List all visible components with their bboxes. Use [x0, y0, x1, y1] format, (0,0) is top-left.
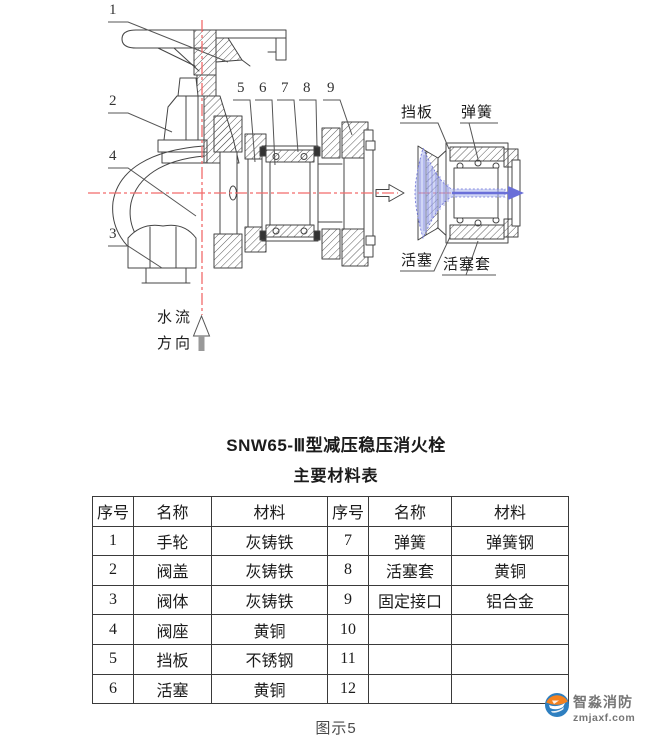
zmjaxf-watermark: 智淼消防 zmjaxf.com: [544, 692, 635, 724]
table-cell: 黄铜: [211, 673, 328, 705]
table-cell: 阀盖: [133, 555, 212, 586]
callout-8: 8: [303, 80, 311, 96]
label-baffle: 挡板: [401, 105, 434, 121]
figure-caption: 图示5: [315, 720, 357, 737]
callout-9: 9: [327, 80, 335, 96]
table-cell: 灰铸铁: [211, 584, 328, 616]
table-header-cell: 材料: [451, 496, 569, 527]
table-header-cell: 序号: [327, 496, 369, 527]
table-cell: 铝合金: [451, 584, 569, 616]
table-cell: [368, 614, 452, 645]
zmjaxf-logo-icon: [545, 693, 569, 717]
table-cell: 黄铜: [451, 555, 569, 586]
flow-direction-line1: 水流: [157, 310, 194, 326]
table-row: 3 阀体 灰铸铁 9 固定接口 铝合金: [92, 584, 569, 616]
table-cell: [368, 673, 452, 705]
label-spring: 弹簧: [461, 105, 494, 121]
table-header-row: 序号 名称 材料 序号 名称 材料: [92, 496, 569, 527]
table-subtitle: 主要材料表: [293, 468, 379, 485]
valve-cross-section-diagram: [88, 20, 524, 351]
water-flow-arrow: [192, 314, 211, 351]
flow-arrow-head: [508, 186, 524, 200]
table-cell: 5: [92, 643, 134, 675]
table-cell: [368, 643, 452, 675]
table-cell: 弹簧钢: [451, 525, 569, 557]
table-cell: 阀体: [133, 584, 212, 616]
table-cell: 活塞套: [368, 555, 452, 586]
table-cell: 3: [92, 584, 134, 616]
callout-7: 7: [281, 80, 289, 96]
table-cell: 挡板: [133, 643, 212, 675]
outlet-assembly: [213, 115, 376, 269]
table-cell: 灰铸铁: [211, 525, 328, 557]
callout-1: 1: [109, 2, 117, 18]
callout-5: 5: [237, 80, 245, 96]
flow-jet-graphic: [414, 146, 524, 240]
table-cell: 2: [92, 555, 134, 586]
table-row: 4 阀座 黄铜 10: [92, 614, 569, 645]
callout-4: 4: [109, 148, 117, 164]
table-cell: 9: [327, 584, 369, 616]
callout-3: 3: [109, 226, 117, 242]
watermark-brand-text: 智淼消防: [573, 694, 633, 710]
table-header-cell: 材料: [211, 496, 328, 527]
watermark-site-text: zmjaxf.com: [573, 712, 636, 724]
table-cell: 1: [92, 525, 134, 557]
table-header-cell: 名称: [368, 496, 452, 527]
table-cell: 6: [92, 673, 134, 705]
table-cell: [451, 643, 569, 675]
table-cell: 弹簧: [368, 525, 452, 557]
table-cell: 黄铜: [211, 614, 328, 645]
label-piston-sleeve: 活塞套: [443, 257, 492, 273]
table-cell: 8: [327, 555, 369, 586]
table-cell: 固定接口: [368, 584, 452, 616]
table-header-cell: 序号: [92, 496, 134, 527]
table-cell: 12: [327, 673, 369, 705]
table-row: 1 手轮 灰铸铁 7 弹簧 弹簧钢: [92, 525, 569, 557]
callout-2: 2: [109, 93, 117, 109]
label-piston: 活塞: [401, 253, 434, 269]
valve-body: [112, 145, 205, 284]
leader-lines: [108, 21, 498, 276]
table-cell: 灰铸铁: [211, 555, 328, 586]
table-cell: 阀座: [133, 614, 212, 645]
main-valve-view: [112, 29, 521, 284]
table-cell: 4: [92, 614, 134, 645]
table-row: 5 挡板 不锈钢 11: [92, 643, 569, 675]
flow-direction-line2: 方向: [157, 336, 194, 352]
table-cell: 活塞: [133, 673, 212, 705]
table-cell: 10: [327, 614, 369, 645]
table-row: 6 活塞 黄铜 12: [92, 673, 569, 705]
figure-title: SNW65-Ⅲ型减压稳压消火栓: [226, 436, 446, 455]
table-cell: 11: [327, 643, 369, 675]
table-cell: 手轮: [133, 525, 212, 557]
table-cell: 7: [327, 525, 369, 557]
table-cell: 不锈钢: [211, 643, 328, 675]
table-row: 2 阀盖 灰铸铁 8 活塞套 黄铜: [92, 555, 569, 586]
callout-6: 6: [259, 80, 267, 96]
materials-table: 序号 名称 材料 序号 名称 材料 1 手轮 灰铸铁 7 弹簧 弹簧钢 2 阀盖…: [92, 496, 569, 705]
table-header-cell: 名称: [133, 496, 212, 527]
table-cell: [451, 614, 569, 645]
